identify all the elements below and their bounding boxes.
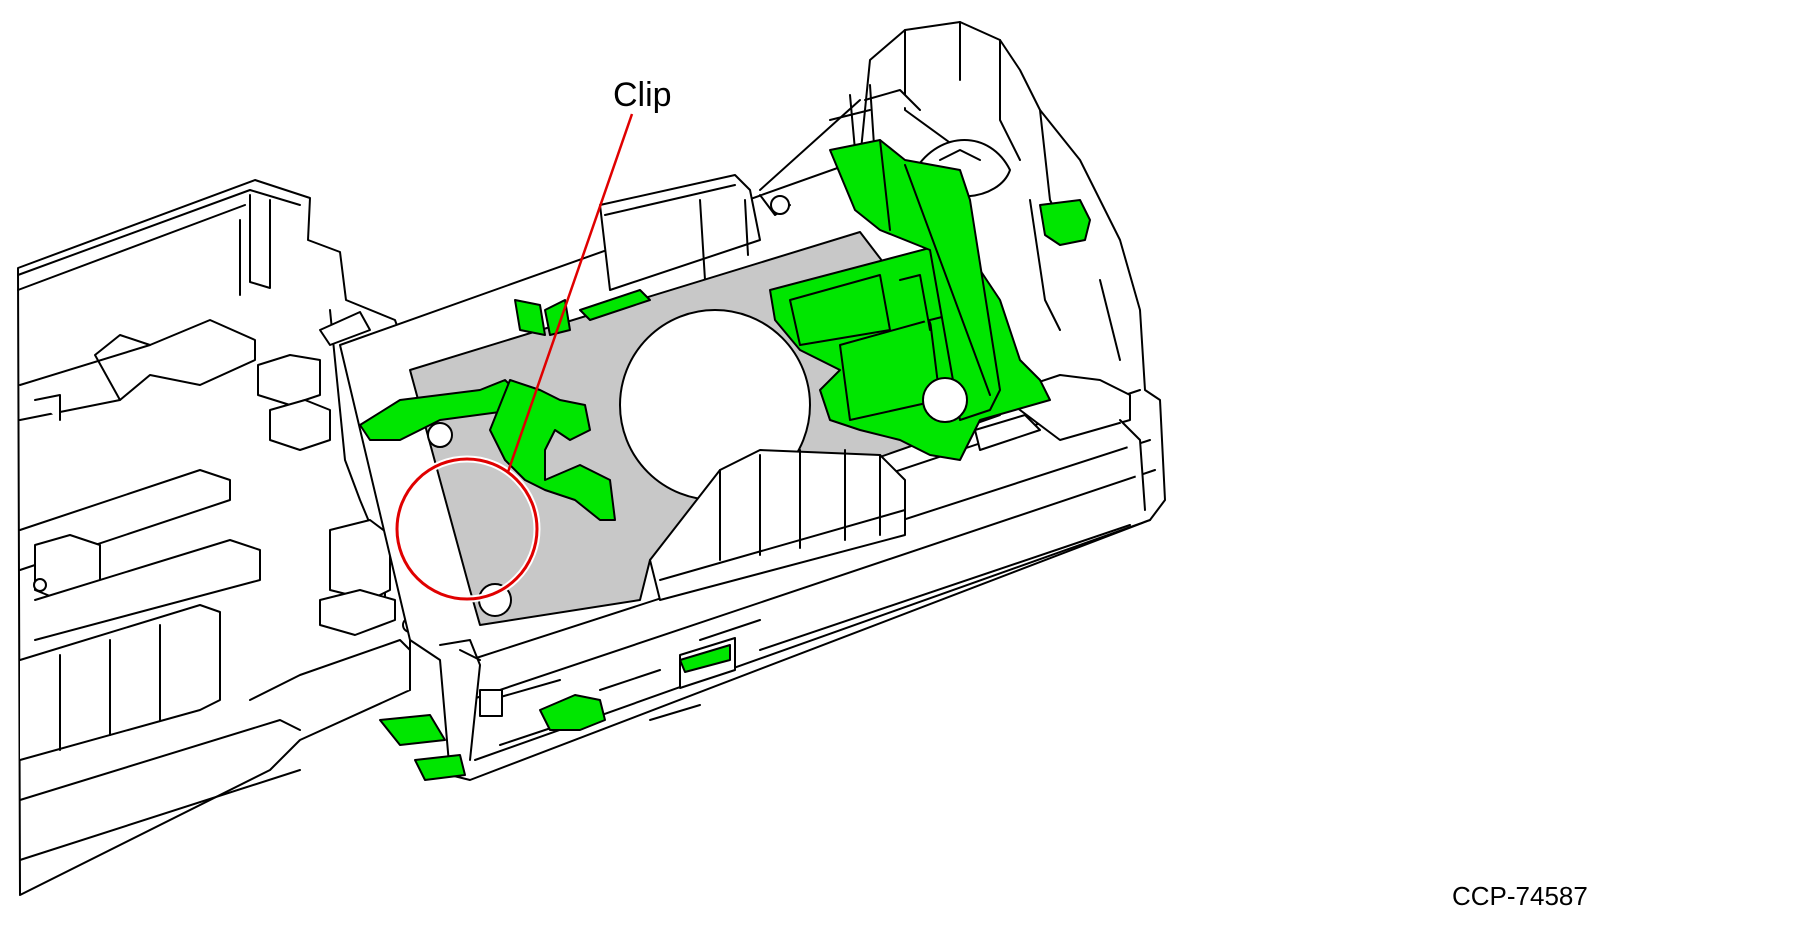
front-shelf: [649, 449, 906, 601]
open-cover: [17, 179, 418, 896]
spindle-detail: [922, 377, 1041, 451]
clip-callout: Clip: [393, 76, 672, 603]
callout-label: Clip: [613, 76, 672, 114]
callout-circle-ring: [395, 457, 539, 601]
figure-id: CCP-74587: [1452, 881, 1588, 911]
callout-leader-line: [506, 113, 634, 473]
